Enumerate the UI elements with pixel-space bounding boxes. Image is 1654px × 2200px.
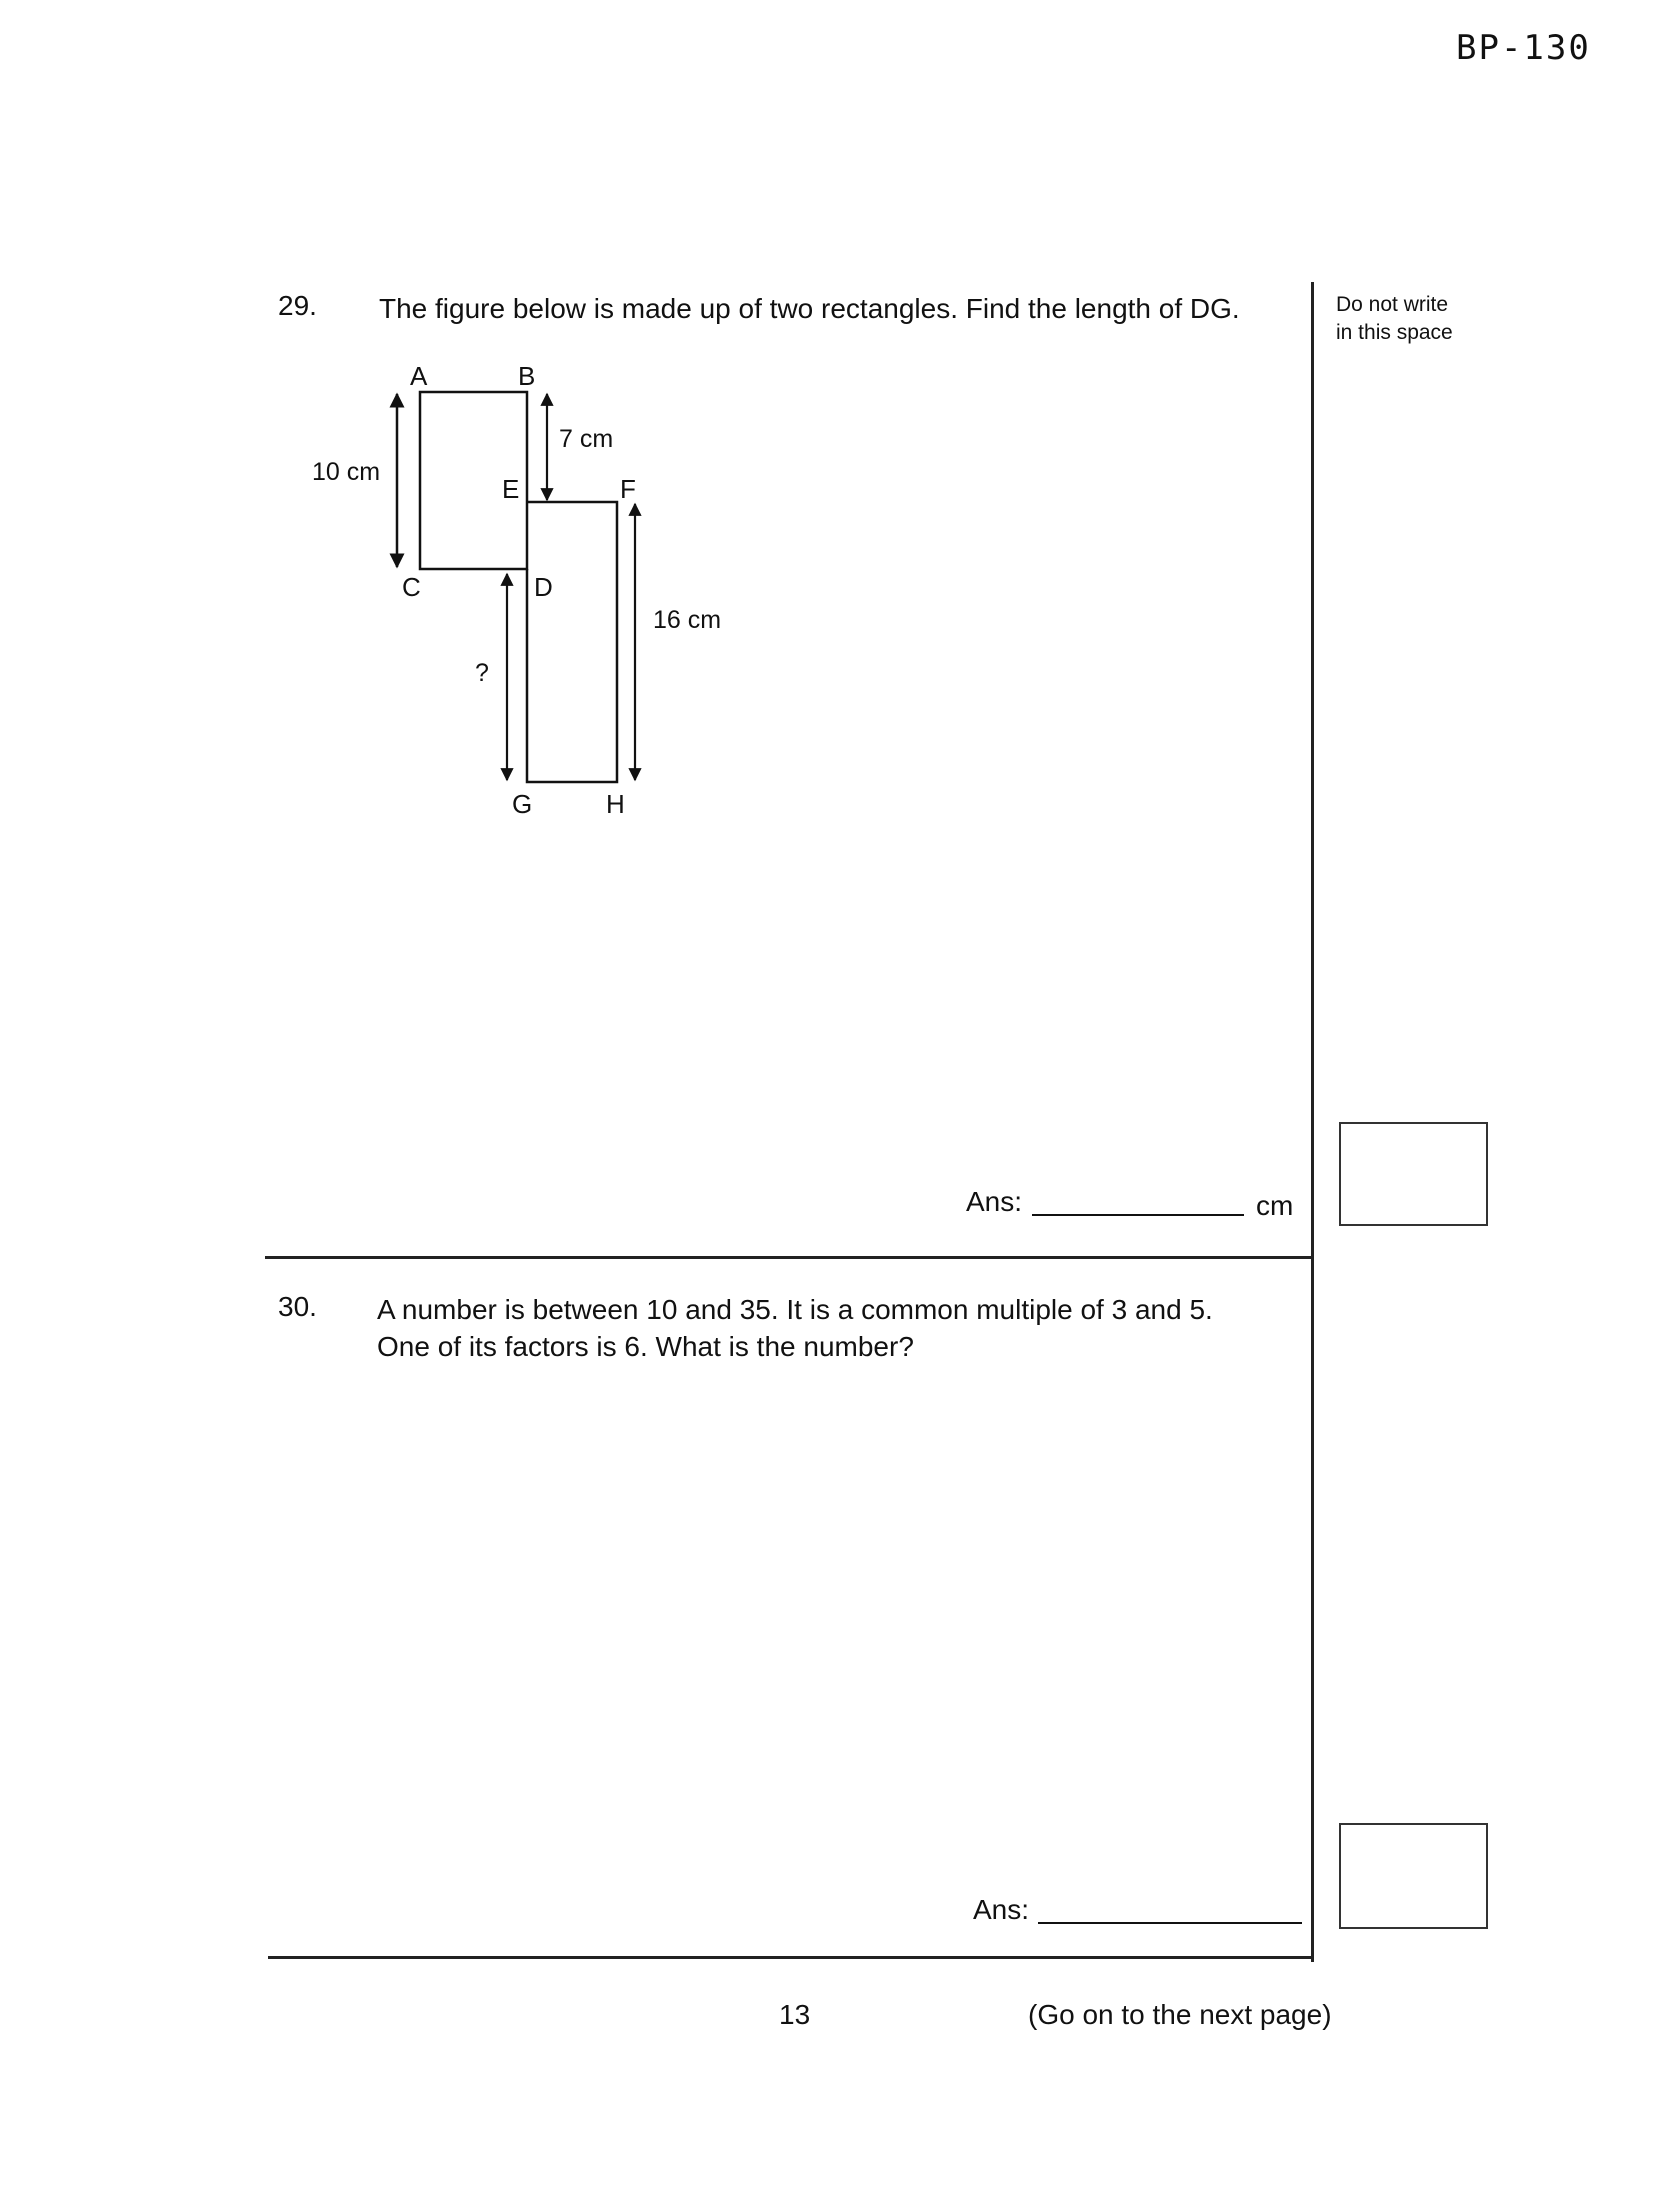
margin-note: Do not write in this space	[1336, 291, 1453, 347]
page-number: 13	[779, 1999, 811, 2030]
question-30-number: 30.	[278, 1291, 317, 1322]
question-29-score-box	[1339, 1122, 1488, 1226]
vertex-label-g: G	[512, 789, 532, 819]
bottom-rule	[268, 1956, 1313, 1959]
dimension-label-be: 7 cm	[559, 425, 613, 453]
vertex-label-f: F	[620, 474, 636, 504]
question-separator	[265, 1256, 1312, 1259]
question-30-line2: One of its factors is 6. What is the num…	[377, 1331, 914, 1362]
question-29-answer-label: Ans:	[966, 1186, 1023, 1217]
vertex-label-b: B	[518, 361, 535, 391]
question-29-number: 29.	[278, 290, 317, 321]
margin-note-line2: in this space	[1336, 321, 1453, 344]
question-30-line1: A number is between 10 and 35. It is a c…	[377, 1294, 1213, 1325]
margin-note-line1: Do not write	[1336, 293, 1449, 316]
dimension-label-fh: 16 cm	[653, 606, 721, 634]
paper-code: BP-130	[1456, 28, 1591, 68]
dimension-label-ac: 10 cm	[312, 458, 380, 486]
question-30-text: A number is between 10 and 35. It is a c…	[377, 1291, 1213, 1365]
rectangle-abdc	[418, 390, 529, 571]
vertex-label-c: C	[402, 572, 421, 602]
vertex-label-e: E	[502, 474, 519, 504]
question-30-answer-line[interactable]	[1038, 1922, 1302, 1924]
question-30-answer-label: Ans:	[973, 1894, 1030, 1925]
dimension-label-dg: ?	[475, 659, 489, 687]
vertex-label-a: A	[410, 361, 428, 391]
two-rectangles-figure: A B E F C D G H 10 cm 7 cm 16 cm ?	[312, 361, 721, 819]
question-30-score-box	[1339, 1823, 1488, 1929]
question-29-text: The figure below is made up of two recta…	[379, 293, 1240, 324]
question-29-answer-line[interactable]	[1032, 1214, 1244, 1216]
vertex-label-h: H	[606, 789, 625, 819]
margin-rule	[1311, 282, 1314, 1962]
question-29-answer-unit: cm	[1256, 1190, 1294, 1221]
rectangle-efhg	[525, 500, 619, 784]
vertex-label-d: D	[534, 572, 553, 602]
next-page-note: (Go on to the next page)	[1028, 1999, 1332, 2030]
